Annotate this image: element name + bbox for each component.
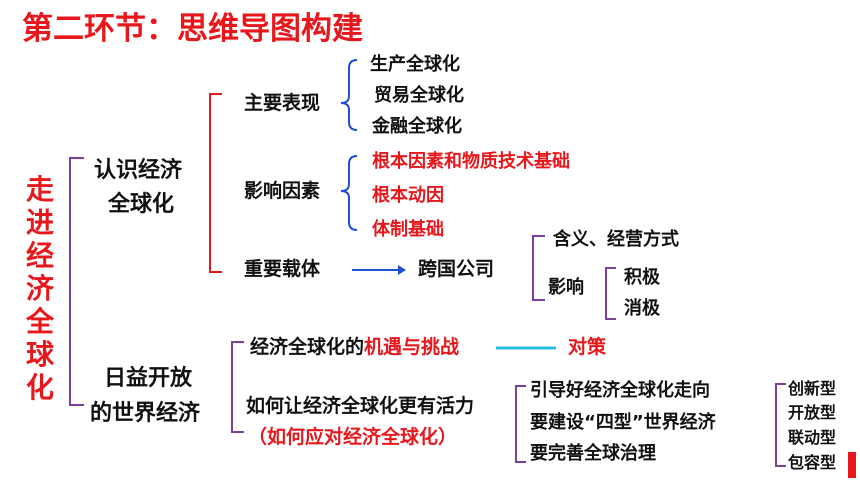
root-char: 济: [26, 272, 55, 305]
section1-label-line1: 认识经济: [94, 158, 183, 183]
root-bracket: [69, 157, 84, 406]
company-bracket: [532, 235, 545, 301]
corner-accent: [848, 452, 856, 478]
root-char: 化: [26, 371, 55, 404]
opportunity-highlight: 机遇与挑战: [364, 336, 460, 358]
opportunity-text: 经济全球化的机遇与挑战: [250, 338, 459, 357]
carrier-target: 跨国公司: [418, 258, 495, 280]
vitality-line2: （如何应对经济全球化）: [248, 428, 457, 447]
performance-label: 主要表现: [244, 92, 321, 114]
performance-brace: [340, 59, 358, 131]
type-item: 包容型: [788, 453, 837, 472]
root-char: 球: [26, 338, 55, 371]
performance-item: 生产全球化: [370, 54, 460, 75]
root-char: 全: [26, 305, 55, 338]
influence-item: 消极: [624, 298, 660, 319]
company-meaning: 含义、经营方式: [553, 229, 679, 250]
root-char: 进: [26, 206, 55, 239]
types-bracket: [775, 383, 786, 467]
type-item: 创新型: [788, 379, 837, 398]
factors-brace: [340, 155, 358, 231]
opportunity-result: 对策: [568, 336, 607, 358]
section2-bracket: [231, 341, 244, 433]
performance-item: 贸易全球化: [374, 85, 464, 106]
section1-bracket: [209, 93, 222, 273]
carrier-label: 重要载体: [244, 258, 321, 280]
type-item: 开放型: [788, 403, 837, 422]
vitality-item: 引导好经济全球化走向: [530, 380, 710, 401]
factors-label: 影响因素: [244, 180, 321, 202]
root-char: 经: [26, 239, 55, 272]
opportunity-prefix: 经济全球化的: [250, 336, 365, 358]
vitality-highlight: 如何应对经济全球化: [267, 426, 439, 448]
vitality-item: 要建设“四型”世界经济: [530, 412, 716, 433]
factors-item: 根本动因: [372, 185, 444, 206]
root-char: 走: [26, 173, 55, 206]
influence-label: 影响: [548, 277, 584, 298]
factors-item: 体制基础: [372, 219, 444, 240]
influence-bracket: [605, 267, 616, 320]
factors-item: 根本因素和物质技术基础: [372, 151, 570, 172]
vitality-close-paren: ）: [438, 426, 458, 448]
vitality-line1: 如何让经济全球化更有活力: [246, 395, 475, 417]
vitality-item: 要完善全球治理: [530, 443, 656, 464]
vitality-open-paren: （: [248, 426, 268, 448]
section1-label-line2: 全球化: [108, 192, 175, 217]
section2-label-line1: 日益开放: [104, 366, 193, 391]
influence-item: 积极: [624, 267, 660, 288]
vitality-bracket: [515, 385, 526, 463]
performance-item: 金融全球化: [372, 116, 462, 137]
type-item: 联动型: [788, 428, 837, 447]
section2-label-line2: 的世界经济: [90, 401, 201, 426]
page-title: 第二环节：思维导图构建: [22, 11, 363, 47]
